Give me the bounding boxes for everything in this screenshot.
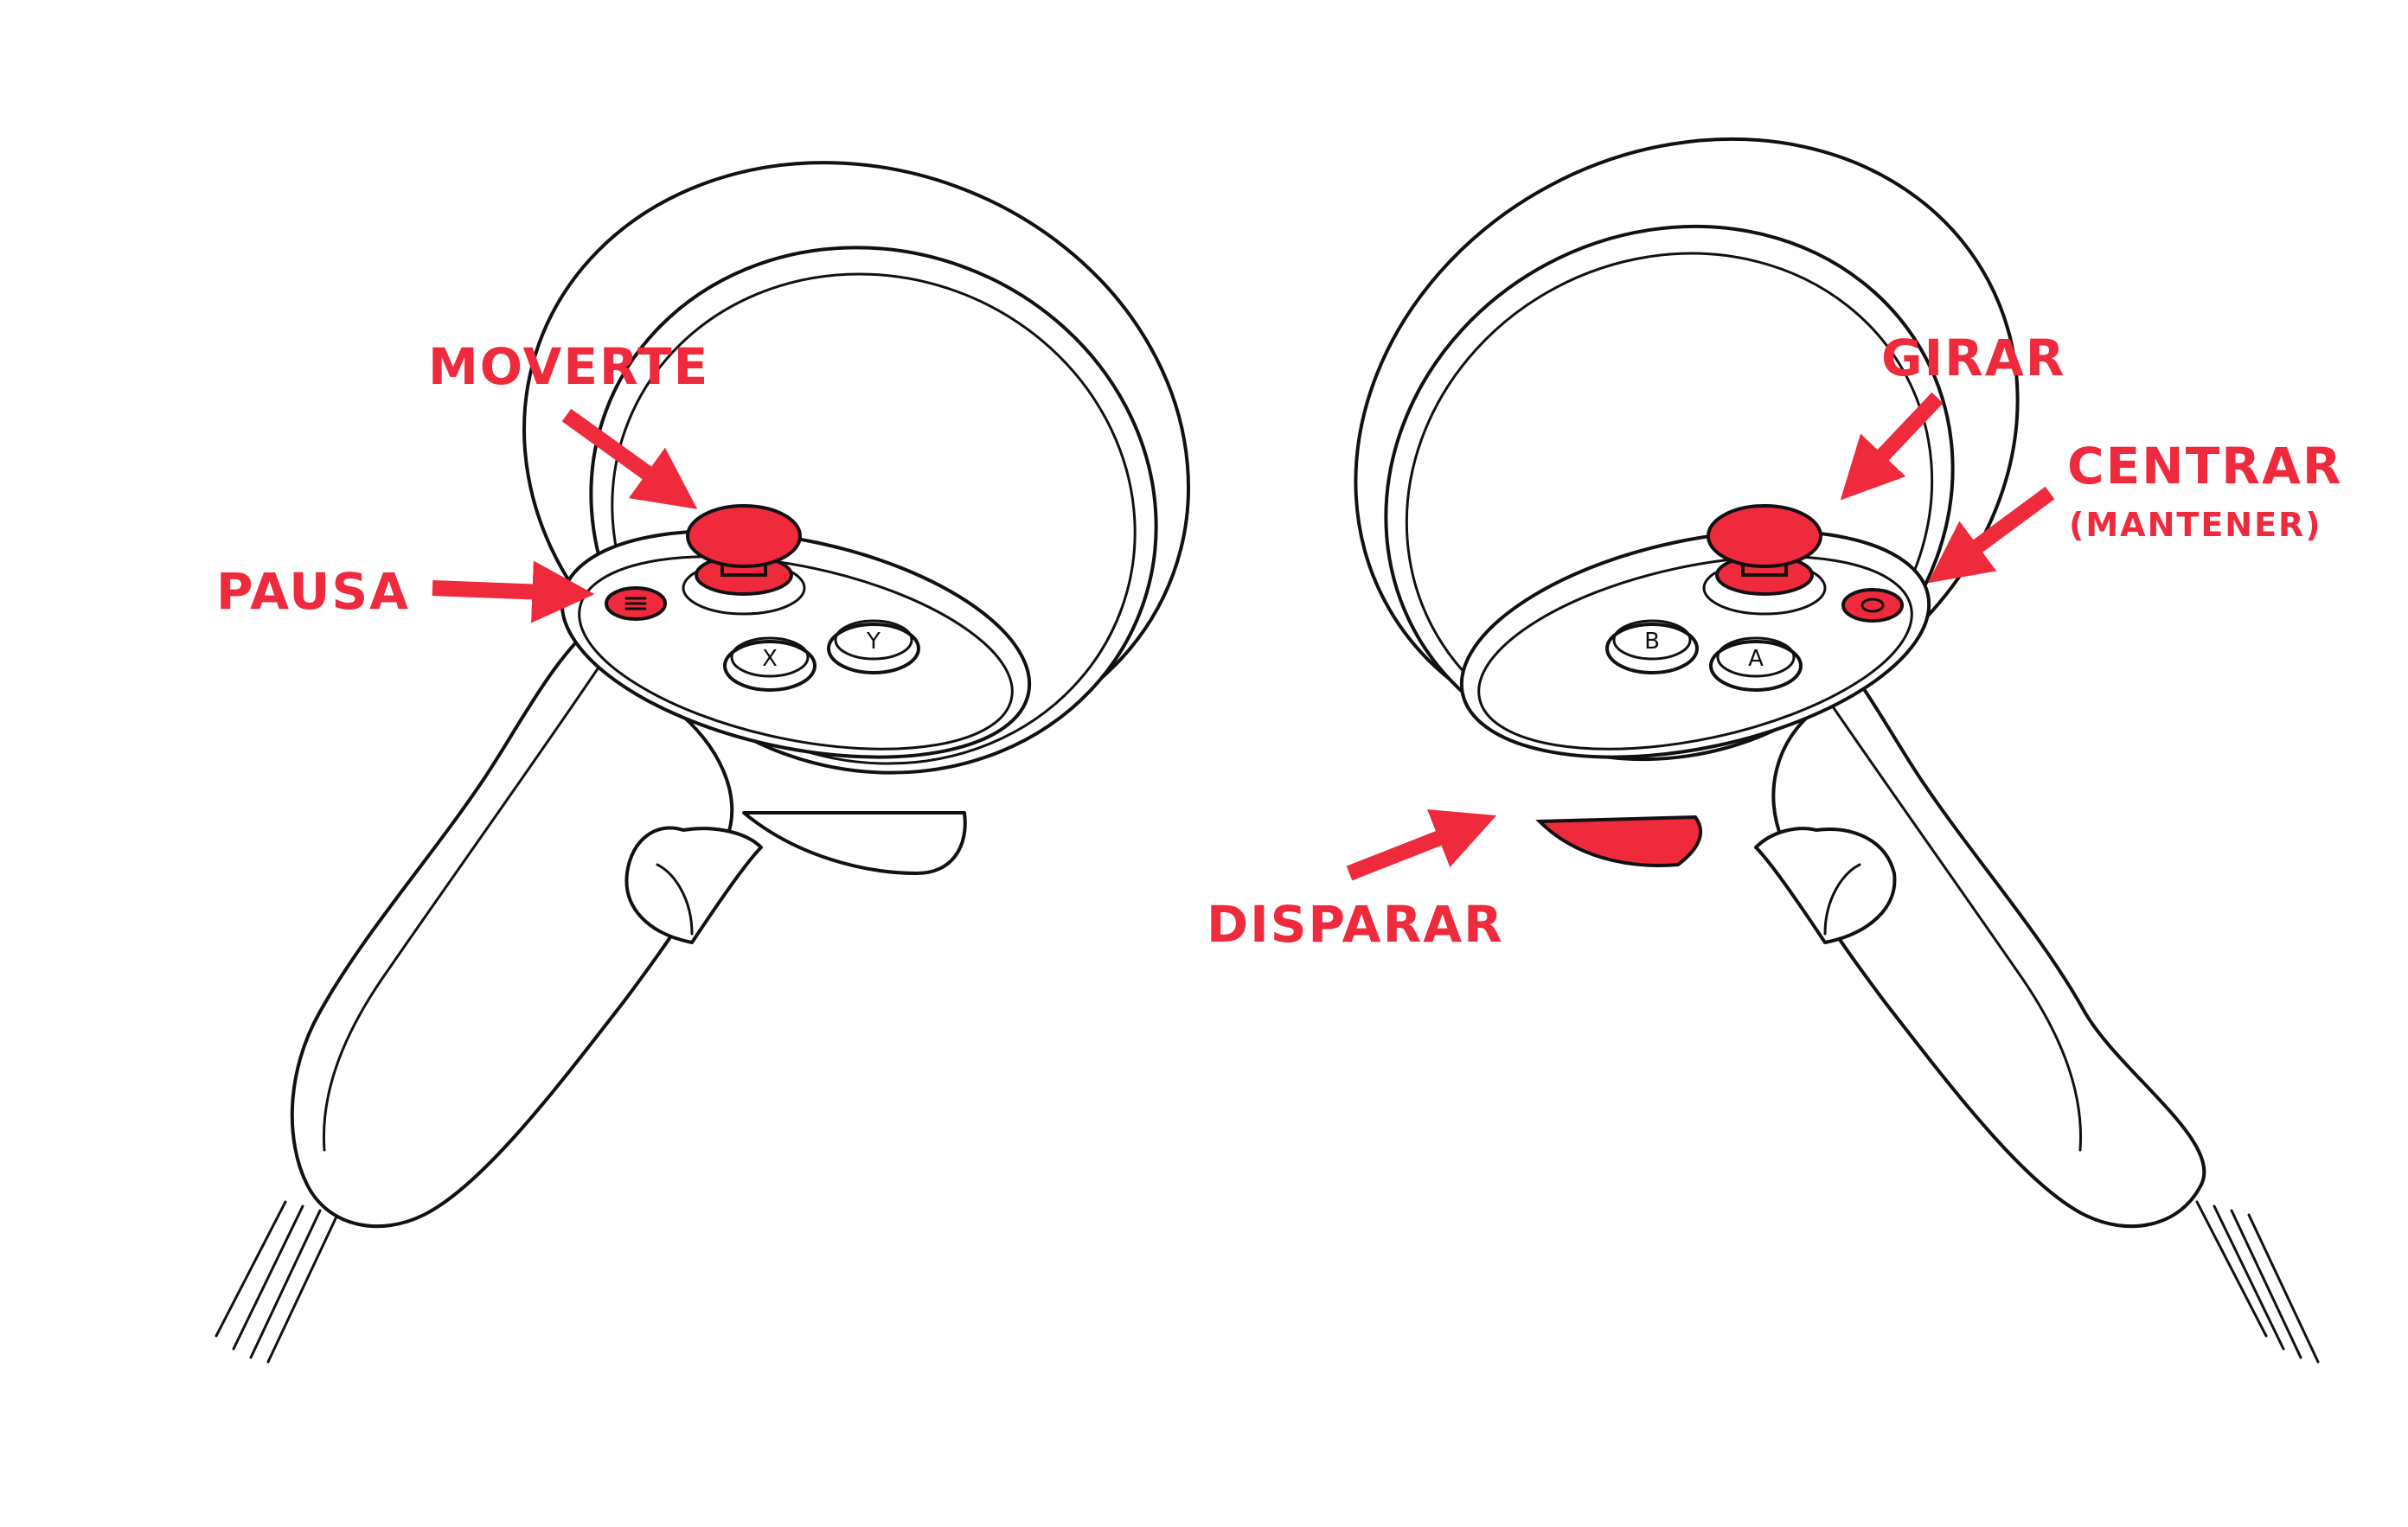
oculus-button-icon bbox=[1841, 588, 1904, 623]
callout-arrows bbox=[432, 392, 2055, 881]
label-move: MOVERTE bbox=[428, 337, 710, 396]
label-turn: GIRAR bbox=[1881, 329, 2066, 387]
left-cable bbox=[215, 1200, 339, 1364]
arrow-pause bbox=[432, 560, 595, 623]
thumbstick-icon bbox=[1707, 504, 1822, 568]
label-shoot: DISPARAR bbox=[1207, 895, 1504, 954]
right-thumbstick bbox=[1702, 504, 1827, 616]
label-center: CENTRAR bbox=[2067, 437, 2343, 495]
b-button-label: B bbox=[1644, 629, 1660, 655]
x-button: X bbox=[723, 636, 817, 692]
y-button: Y bbox=[827, 619, 920, 674]
left-controller: X Y bbox=[215, 161, 1190, 1364]
arrow-shoot bbox=[1346, 808, 1497, 881]
arrow-center bbox=[1927, 486, 2055, 584]
label-center-hint: (MANTENER) bbox=[2069, 506, 2322, 544]
left-grip-trigger bbox=[624, 826, 763, 944]
right-cable bbox=[2195, 1200, 2320, 1364]
a-button: A bbox=[1709, 636, 1803, 692]
arrow-turn bbox=[1840, 392, 1944, 501]
right-controller: B A bbox=[1354, 137, 2320, 1364]
a-button-label: A bbox=[1748, 646, 1764, 672]
left-menu-button bbox=[605, 586, 667, 621]
right-grip-trigger bbox=[1754, 827, 1897, 944]
right-oculus-button bbox=[1841, 588, 1904, 623]
arrow-move bbox=[561, 408, 698, 509]
trigger-icon bbox=[1535, 815, 1702, 867]
thumbstick-icon bbox=[686, 504, 802, 568]
y-button-label: Y bbox=[866, 629, 881, 655]
b-button: B bbox=[1605, 619, 1699, 674]
label-pause: PAUSA bbox=[216, 562, 411, 621]
x-button-label: X bbox=[762, 646, 778, 672]
left-thumbstick bbox=[682, 504, 806, 616]
